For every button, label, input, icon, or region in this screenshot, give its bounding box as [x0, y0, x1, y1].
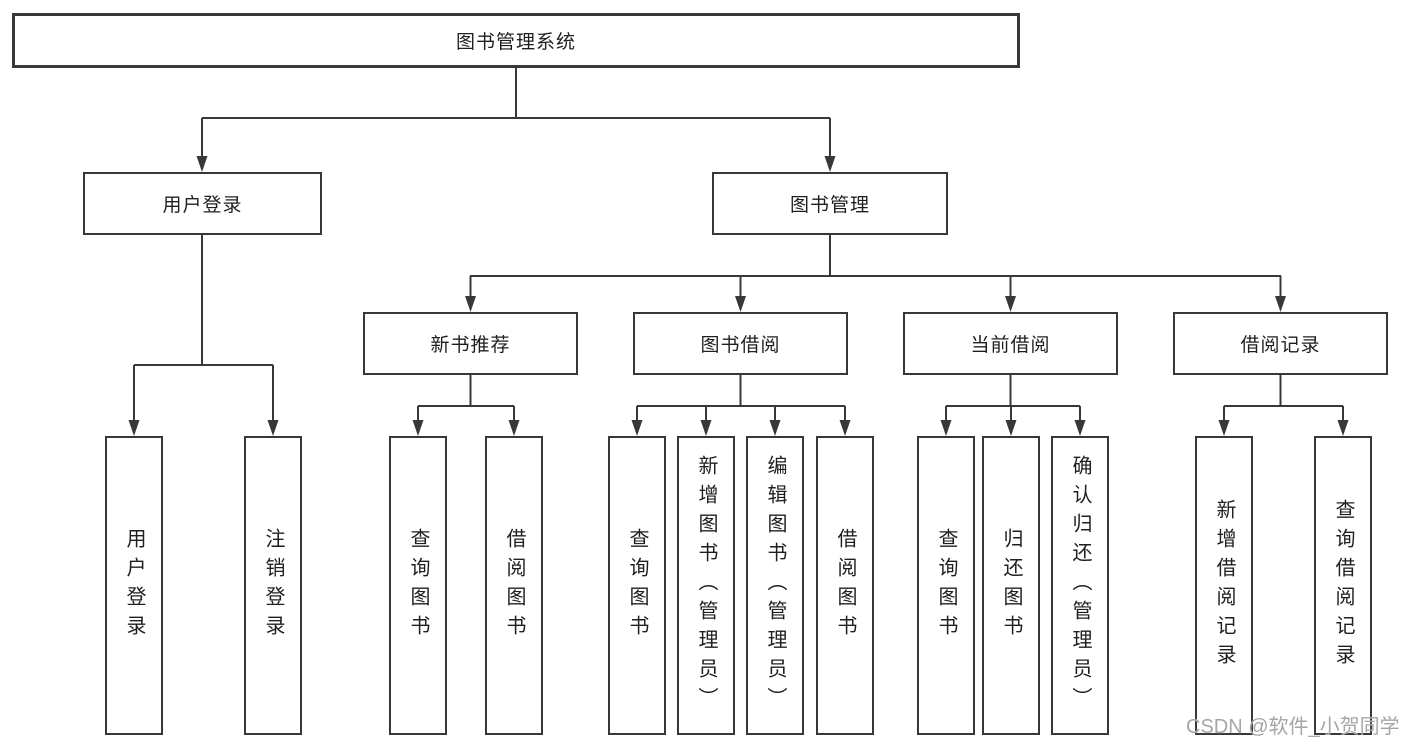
node-user-login: 用户登录 — [83, 172, 322, 235]
leaf-return-books-label: 归还图书 — [1000, 527, 1022, 644]
leaf-query-borrow-record-label: 查询借阅记录 — [1332, 498, 1354, 673]
leaf-user-login: 用户登录 — [105, 436, 163, 735]
leaf-logout: 注销登录 — [244, 436, 302, 735]
leaf-edit-books-admin-label: 编辑图书（管理员） — [764, 455, 786, 716]
node-book-borrow: 图书借阅 — [633, 312, 848, 375]
leaf-add-books-admin-label: 新增图书（管理员） — [695, 455, 717, 716]
leaf-return-books: 归还图书 — [982, 436, 1040, 735]
leaf-query-books-2-label: 查询图书 — [626, 527, 648, 644]
node-user-login-label: 用户登录 — [162, 195, 243, 216]
leaf-logout-label: 注销登录 — [262, 527, 284, 644]
node-current-borrow-label: 当前借阅 — [970, 335, 1051, 356]
leaf-query-books-3: 查询图书 — [917, 436, 975, 735]
leaf-borrow-books-1-label: 借阅图书 — [503, 527, 525, 644]
leaf-query-books-1-label: 查询图书 — [407, 527, 429, 644]
csdn-watermark: CSDN @软件_小贺同学 — [1186, 716, 1400, 738]
node-new-book-recommend: 新书推荐 — [363, 312, 578, 375]
leaf-confirm-return-admin-label: 确认归还（管理员） — [1069, 455, 1091, 716]
leaf-edit-books-admin: 编辑图书（管理员） — [746, 436, 804, 735]
node-new-book-recommend-label: 新书推荐 — [430, 335, 511, 356]
leaf-query-books-3-label: 查询图书 — [935, 527, 957, 644]
leaf-query-books-1: 查询图书 — [389, 436, 447, 735]
leaf-add-borrow-record-label: 新增借阅记录 — [1213, 498, 1235, 673]
node-book-management: 图书管理 — [712, 172, 948, 235]
leaf-query-borrow-record: 查询借阅记录 — [1314, 436, 1372, 735]
leaf-add-books-admin: 新增图书（管理员） — [677, 436, 735, 735]
leaf-confirm-return-admin: 确认归还（管理员） — [1051, 436, 1109, 735]
node-root-label: 图书管理系统 — [455, 32, 576, 53]
leaf-borrow-books-1: 借阅图书 — [485, 436, 543, 735]
leaf-borrow-books-2: 借阅图书 — [816, 436, 874, 735]
leaf-query-books-2: 查询图书 — [608, 436, 666, 735]
node-root-system: 图书管理系统 — [12, 13, 1020, 68]
node-borrow-records: 借阅记录 — [1173, 312, 1388, 375]
node-book-management-label: 图书管理 — [789, 195, 870, 216]
node-book-borrow-label: 图书借阅 — [700, 335, 781, 356]
node-borrow-records-label: 借阅记录 — [1240, 335, 1321, 356]
leaf-borrow-books-2-label: 借阅图书 — [834, 527, 856, 644]
node-current-borrow: 当前借阅 — [903, 312, 1118, 375]
leaf-user-login-label: 用户登录 — [123, 527, 145, 644]
leaf-add-borrow-record: 新增借阅记录 — [1195, 436, 1253, 735]
